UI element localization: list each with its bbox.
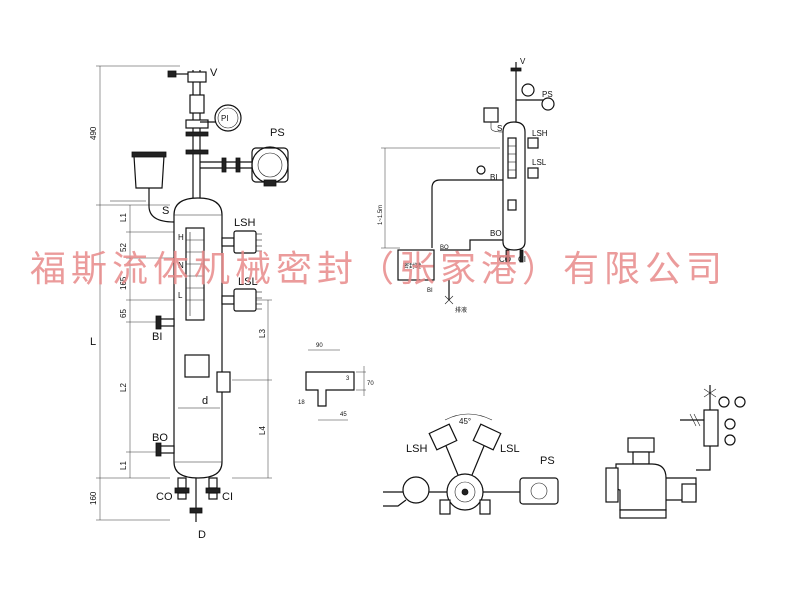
system-label-BO: BO — [490, 229, 502, 238]
system-label-BO-low: BO — [440, 245, 449, 251]
ps-pressure-switch — [251, 146, 289, 184]
label-BI: BI — [152, 331, 162, 343]
level-H: H — [178, 233, 184, 242]
reservoir-cup — [133, 155, 165, 189]
system-label-CO: CO — [499, 255, 511, 264]
system-label-S: S — [497, 124, 502, 133]
pressure-gauge — [214, 104, 242, 132]
top-label-PS: PS — [540, 455, 555, 467]
top-label-LSH: LSH — [406, 443, 427, 455]
lsh-switch — [233, 230, 257, 254]
dim-L1-top: L1 — [119, 213, 128, 222]
dim-52: 52 — [119, 243, 128, 252]
bracket-detail: 90 70 3 18 45 — [298, 343, 374, 421]
dim-165: 165 — [119, 276, 128, 290]
top-lsl-switch — [472, 423, 502, 451]
dim-L4: L4 — [258, 426, 267, 435]
system-label-PS: PS — [542, 90, 553, 99]
system-label-LSL: LSL — [532, 158, 547, 167]
top-lsh-switch — [428, 423, 458, 451]
label-D: D — [198, 529, 206, 541]
dim-65: 65 — [119, 309, 128, 318]
label-BO: BO — [152, 432, 168, 444]
system-label-V: V — [520, 57, 526, 66]
dim-L3: L3 — [258, 329, 267, 338]
level-L: L — [178, 291, 183, 300]
system-dim-height: 1~1.5m — [378, 205, 384, 225]
label-CO: CO — [156, 491, 173, 503]
detail-dim-18: 18 — [298, 400, 305, 406]
diameter-d: d — [202, 395, 208, 407]
system-view: 1~1.5m LSH LSL V PS S BI BO 密封罐 BO BI — [378, 57, 555, 314]
detail-dim-90: 90 — [316, 343, 323, 349]
lsl-switch — [233, 288, 257, 312]
level-N: N — [178, 261, 184, 270]
dim-490: 490 — [89, 126, 98, 140]
label-PS: PS — [270, 127, 285, 139]
system-label-LSH: LSH — [532, 129, 548, 138]
dim-L: L — [90, 336, 96, 348]
seal-unit-box — [397, 249, 435, 281]
top-view-angle: 45° — [459, 417, 471, 426]
system-drain-label: 排液 — [455, 306, 467, 314]
detail-dim-70: 70 — [367, 381, 374, 387]
label-LSH: LSH — [234, 217, 255, 229]
top-ps-switch — [519, 477, 559, 505]
system-label-BI: BI — [490, 173, 498, 182]
dim-L1-bottom: L1 — [119, 461, 128, 470]
system-unit-label: 密封罐 — [403, 262, 421, 270]
detail-dim-45: 45 — [340, 412, 347, 418]
vent-valve — [187, 71, 207, 83]
detail-dim-3: 3 — [346, 376, 350, 382]
label-LSL: LSL — [238, 276, 258, 288]
top-label-LSL: LSL — [500, 443, 520, 455]
system-label-BI-low: BI — [427, 288, 433, 294]
label-V: V — [210, 67, 218, 79]
label-S: S — [162, 205, 169, 217]
sight-glass — [185, 227, 205, 321]
top-view: 45° LSH LSL PS — [383, 413, 559, 515]
label-PI: PI — [221, 114, 229, 123]
dim-L2: L2 — [119, 383, 128, 392]
label-CI: CI — [222, 491, 233, 503]
installation-view — [605, 385, 746, 519]
main-view: 490 L 160 L1 52 165 65 L2 L1 L3 L4 — [89, 65, 289, 541]
nameplate — [184, 354, 210, 378]
dim-160: 160 — [89, 491, 98, 505]
